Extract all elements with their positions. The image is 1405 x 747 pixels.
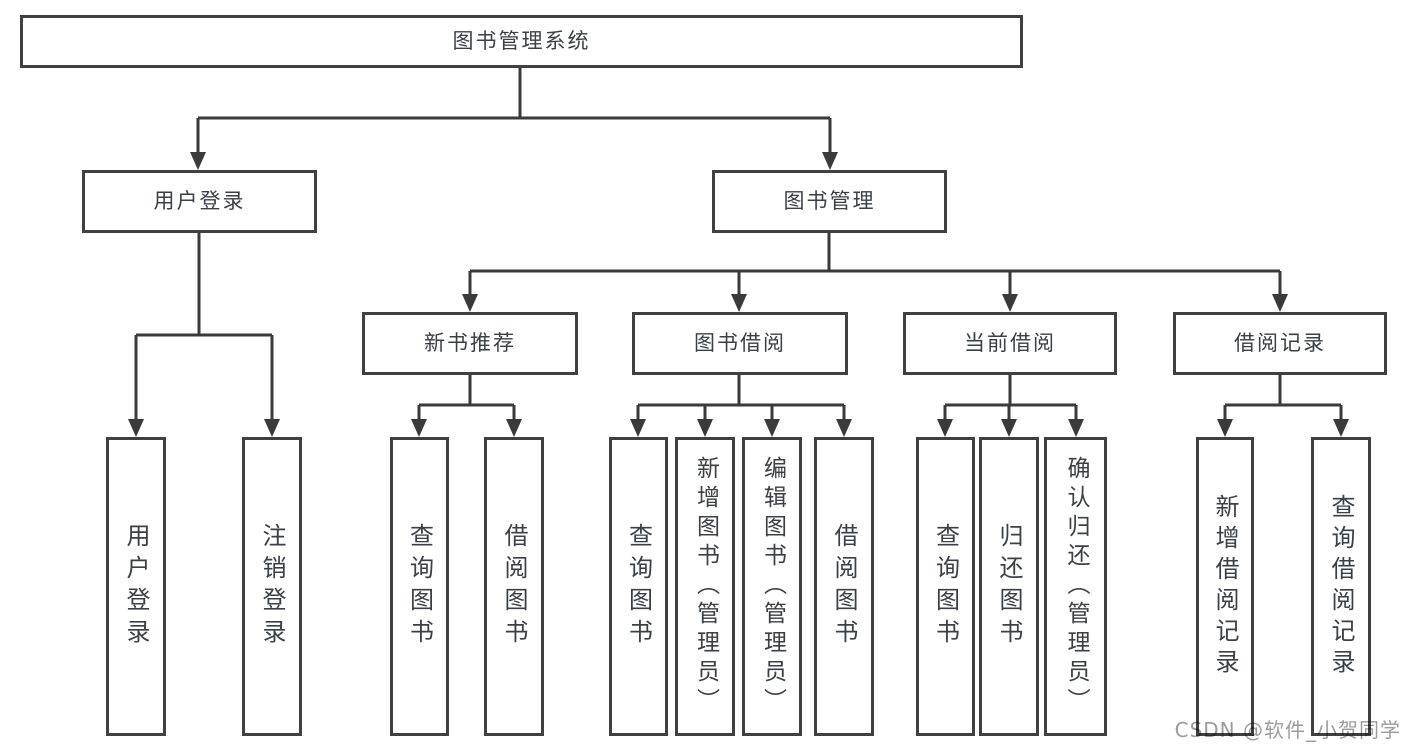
leaf-query-books-borrow: 查询图书 <box>609 437 668 736</box>
connector-user-login <box>134 233 274 421</box>
node-borrowing-records: 借阅记录 <box>1173 312 1387 375</box>
node-user-login: 用户登录 <box>82 170 317 233</box>
leaf-confirm-return-admin: 确认归还（管理员） <box>1044 437 1107 736</box>
leaf-query-books-current: 查询图书 <box>916 437 975 736</box>
leaf-borrow-books: 借阅图书 <box>814 437 874 736</box>
leaf-logout: 注销登录 <box>242 437 302 736</box>
connector-book-borrow <box>636 375 846 421</box>
node-book-management: 图书管理 <box>712 170 947 233</box>
node-book-borrowing: 图书借阅 <box>632 312 848 375</box>
leaf-add-borrow-record: 新增借阅记录 <box>1196 437 1254 736</box>
connector-book-mgmt <box>468 233 1282 296</box>
leaf-return-books: 归还图书 <box>979 437 1039 736</box>
connector-root <box>196 68 832 154</box>
leaf-query-books-recommend: 查询图书 <box>390 437 449 736</box>
node-root: 图书管理系统 <box>20 15 1023 68</box>
connector-borrow-records <box>1223 375 1343 421</box>
leaf-user-login: 用户登录 <box>106 437 166 736</box>
node-current-borrowing: 当前借阅 <box>903 312 1117 375</box>
watermark: CSDN @软件_小贺同学 <box>1174 718 1401 742</box>
connector-current-borrow <box>943 375 1078 421</box>
leaf-edit-books-admin: 编辑图书（管理员） <box>742 437 802 736</box>
leaf-borrow-books-recommend: 借阅图书 <box>484 437 544 736</box>
node-new-book-recommend: 新书推荐 <box>362 312 578 375</box>
leaf-query-borrow-record: 查询借阅记录 <box>1311 437 1371 736</box>
connector-new-books <box>417 375 516 421</box>
leaf-add-books-admin: 新增图书（管理员） <box>675 437 735 736</box>
